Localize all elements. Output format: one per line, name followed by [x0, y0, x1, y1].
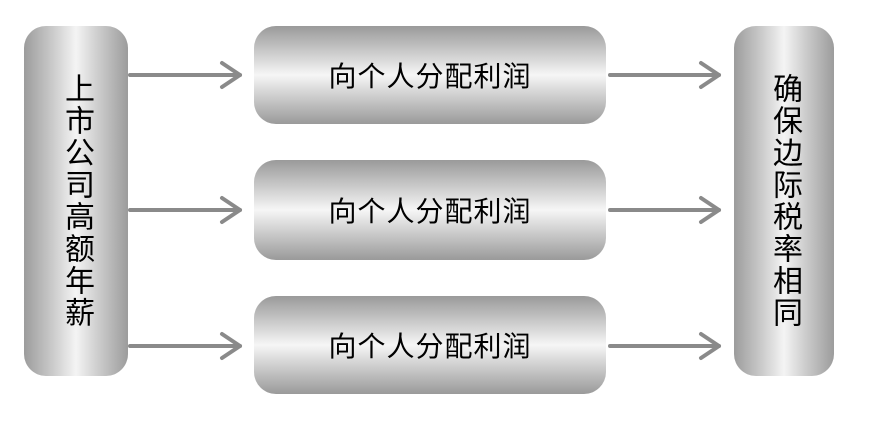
- branch-box-2: 向个人分配利润: [254, 160, 606, 260]
- target-label: 确保边际税率相同: [767, 73, 802, 329]
- arrowhead-left-2: [220, 196, 242, 224]
- branch-box-3: 向个人分配利润: [254, 296, 606, 394]
- branch-label-2: 向个人分配利润: [328, 195, 532, 228]
- branch-label-3: 向个人分配利润: [328, 330, 532, 363]
- source-label: 上市公司高额年薪: [59, 73, 94, 329]
- arrowhead-left-1: [220, 61, 242, 89]
- branch-box-1: 向个人分配利润: [254, 26, 606, 124]
- branch-label-1: 向个人分配利润: [328, 60, 532, 93]
- arrowhead-left-3: [220, 332, 242, 360]
- target-box: 确保边际税率相同: [734, 26, 834, 376]
- arrowhead-right-1: [699, 61, 721, 89]
- source-box: 上市公司高额年薪: [24, 26, 128, 376]
- arrowhead-right-3: [699, 332, 721, 360]
- arrowhead-right-2: [699, 196, 721, 224]
